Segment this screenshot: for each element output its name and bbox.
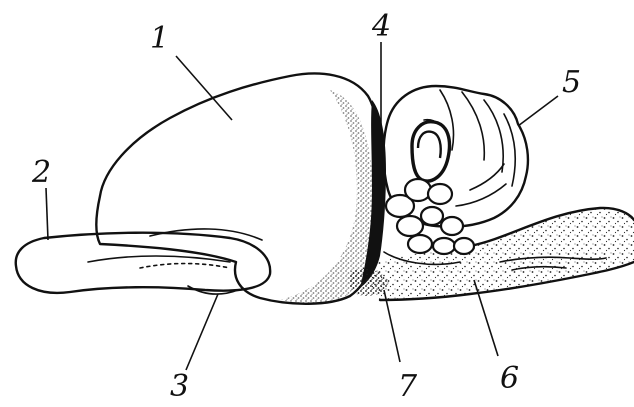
leader-3 (186, 294, 218, 370)
olfactory-tract (16, 233, 270, 294)
leader-2 (46, 188, 48, 240)
leader-lines (46, 42, 558, 370)
cerebral-hemisphere (96, 73, 382, 303)
label-1: 1 (150, 21, 169, 56)
label-2: 2 (31, 155, 51, 190)
leader-5 (518, 96, 558, 126)
label-5: 5 (562, 65, 581, 100)
label-4: 4 (371, 9, 391, 44)
label-6: 6 (500, 361, 519, 396)
lobed-structures (384, 179, 474, 264)
label-3: 3 (170, 369, 189, 404)
label-7: 7 (398, 369, 418, 404)
